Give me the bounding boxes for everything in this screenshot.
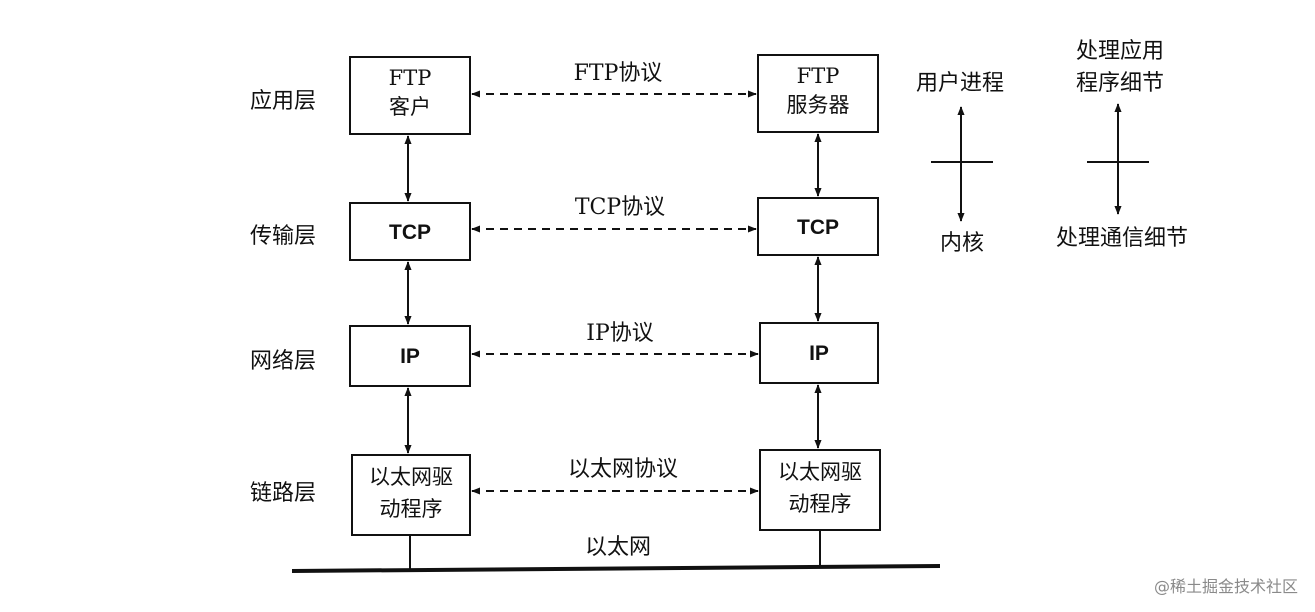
left-ethernet-driver-line1: 以太网驱: [369, 465, 453, 489]
ip-protocol-label: IP协议: [586, 321, 654, 346]
ethernet-bus-label: 以太网: [585, 535, 651, 560]
right-ip-box: [759, 322, 879, 384]
left-tcp-box: [349, 202, 471, 261]
right-tcp-box: [757, 197, 879, 256]
right-ftp-server-line2: 服务器: [787, 93, 850, 117]
ethernet-protocol-label: 以太网协议: [568, 457, 678, 482]
left-ftp-client-box: [349, 56, 471, 135]
layer-label-transport: 传输层: [250, 224, 316, 249]
left-ip-label: IP: [400, 345, 420, 368]
left-ftp-client-line2: 客户: [389, 95, 431, 119]
comm-detail-label: 处理通信细节: [1056, 226, 1188, 251]
right-tcp-label: TCP: [797, 216, 839, 239]
right-ethernet-driver-line2: 动程序: [789, 492, 852, 516]
layer-label-network: 网络层: [250, 349, 316, 374]
right-ftp-server-box: [757, 54, 879, 133]
user-process-label: 用户进程: [916, 71, 1004, 96]
right-ip-label: IP: [809, 342, 829, 365]
app-detail-label-line1: 处理应用: [1076, 39, 1164, 64]
left-tcp-label: TCP: [389, 221, 431, 244]
right-ethernet-driver-line1: 以太网驱: [778, 460, 862, 484]
ftp-protocol-label: FTP协议: [574, 61, 663, 86]
right-ftp-server-line1: FTP: [797, 64, 840, 88]
watermark-text: @稀土掘金技术社区: [1154, 577, 1298, 596]
tcp-protocol-label: TCP协议: [575, 195, 665, 220]
app-detail-label-line2: 程序细节: [1076, 71, 1164, 96]
layer-label-link: 链路层: [250, 481, 316, 506]
left-ethernet-driver-line2: 动程序: [380, 497, 443, 521]
right-ethernet-driver-box: [759, 449, 881, 531]
kernel-label: 内核: [940, 231, 984, 256]
left-ftp-client-line1: FTP: [389, 66, 432, 90]
left-ethernet-driver-box: [351, 454, 471, 536]
left-ip-box: [349, 325, 471, 387]
layer-label-application: 应用层: [250, 89, 316, 114]
ethernet-bus-line: [291, 564, 941, 573]
